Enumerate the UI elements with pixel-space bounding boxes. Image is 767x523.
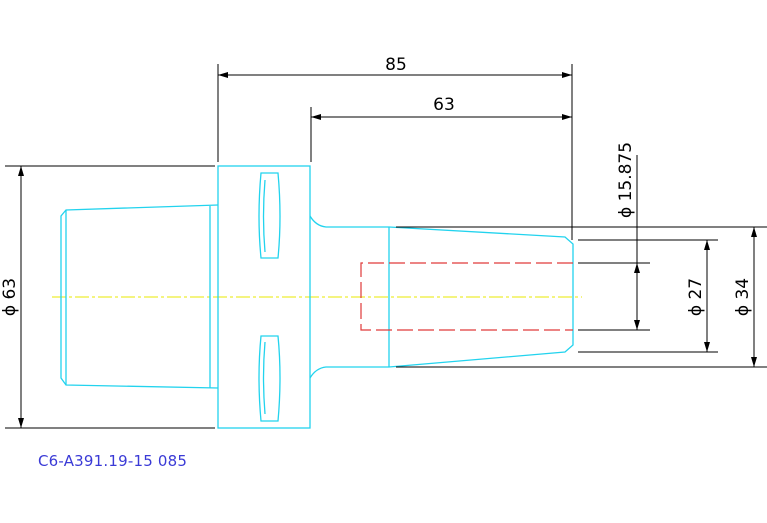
part-code-label: C6-A391.19-15 085 (38, 452, 188, 470)
part-outline (60, 165, 574, 429)
flange (217, 165, 311, 429)
dim-label-63: 63 (433, 95, 455, 115)
dim-label-dia34: ϕ 34 (733, 278, 753, 316)
dim-label-dia63: ϕ 63 (0, 278, 20, 316)
dim-label-85: 85 (385, 55, 407, 75)
taper-cone (60, 204, 219, 389)
drive-slot-lower (258, 335, 281, 422)
hidden-bore (360, 262, 573, 331)
dim-label-dia27: ϕ 27 (686, 278, 706, 316)
drive-slot-upper (258, 172, 281, 259)
dimension-lines (5, 64, 767, 429)
shank (309, 215, 574, 379)
dim-label-dia15875: ϕ 15.875 (616, 142, 636, 218)
